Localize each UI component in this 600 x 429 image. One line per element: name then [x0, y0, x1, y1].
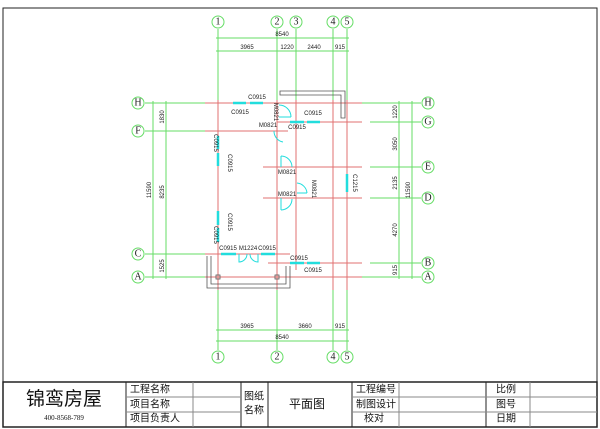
svg-text:B: B	[425, 258, 432, 269]
drawing-name-label: 图纸	[244, 390, 264, 403]
project-name-label: 工程名称	[130, 383, 170, 396]
window-label: C0915	[212, 226, 218, 244]
svg-text:4: 4	[331, 352, 336, 363]
drawing-name-label: 名称	[244, 404, 264, 417]
svg-text:4: 4	[331, 17, 336, 28]
svg-text:A: A	[424, 272, 432, 283]
vertical-axis-lines	[217, 29, 348, 350]
svg-text:3965: 3965	[240, 324, 254, 330]
door-label: M0821	[259, 123, 278, 129]
svg-text:1: 1	[216, 352, 221, 363]
svg-text:8235: 8235	[160, 185, 166, 199]
svg-text:3965: 3965	[240, 45, 254, 51]
svg-text:1220: 1220	[393, 105, 399, 119]
door-label: M0821	[278, 192, 297, 198]
svg-text:5: 5	[345, 352, 350, 363]
svg-text:3660: 3660	[298, 324, 312, 330]
svg-text:A: A	[134, 272, 142, 283]
company-logo-text: 锦鸾房屋	[26, 388, 102, 410]
drawing-name: 平面图	[289, 397, 325, 411]
svg-text:1525: 1525	[160, 259, 166, 273]
left-dimensions: 11590 1830 8235 1525	[147, 101, 167, 279]
window-label: C0915	[288, 125, 306, 131]
axis-bubbles-top: 1 2 3 4 5	[211, 15, 354, 29]
svg-text:4270: 4270	[393, 223, 399, 237]
top-dimensions: 8540 3965 1220 2440 915	[216, 32, 349, 52]
window-label: C0915	[226, 213, 232, 231]
window-label: C0915	[212, 134, 218, 152]
svg-text:H: H	[424, 98, 431, 109]
svg-text:8540: 8540	[275, 32, 289, 38]
svg-text:H: H	[134, 98, 141, 109]
svg-text:2135: 2135	[393, 176, 399, 190]
door-label: M0821	[310, 180, 316, 199]
drawing-frame	[2, 7, 598, 428]
window-label: C0915	[248, 95, 266, 101]
drafter-label: 制图设计	[356, 398, 396, 411]
axis-bubbles-left: H F C A	[131, 96, 145, 284]
openings	[216, 101, 349, 265]
window-label: C0915	[290, 256, 308, 262]
title-block: 锦鸾房屋 400-8568-789 工程名称 项目名称 项目负责人 图纸 名称 …	[2, 381, 598, 428]
window-label: C0915	[226, 154, 232, 172]
svg-text:915: 915	[393, 264, 399, 275]
svg-text:1830: 1830	[160, 110, 166, 124]
svg-text:11590: 11590	[406, 181, 412, 198]
svg-text:1220: 1220	[280, 45, 294, 51]
window-label: C0915	[219, 246, 237, 252]
item-manager-label: 项目负责人	[130, 412, 180, 425]
window-label: C0915	[304, 111, 322, 117]
svg-text:915: 915	[335, 324, 346, 330]
door-label: M0821	[272, 103, 278, 122]
svg-text:3: 3	[294, 17, 299, 28]
svg-text:2: 2	[275, 352, 280, 363]
project-number-label: 工程编号	[356, 383, 396, 396]
svg-text:1: 1	[216, 17, 221, 28]
date-label: 日期	[496, 413, 516, 425]
window-label: C0915	[304, 268, 322, 274]
svg-text:2440: 2440	[307, 45, 321, 51]
right-dimensions: 1220 3050 2135 4270 915 11590	[393, 101, 413, 279]
checker-label: 校对	[364, 412, 384, 425]
drawing-number-label: 图号	[496, 399, 516, 411]
window-label: C0915	[258, 246, 276, 252]
svg-text:8540: 8540	[275, 335, 289, 341]
scale-label: 比例	[496, 383, 516, 396]
svg-text:D: D	[424, 193, 431, 204]
window-label: C0915	[231, 110, 249, 116]
svg-text:5: 5	[345, 17, 350, 28]
svg-text:2: 2	[275, 17, 280, 28]
door-label: M0821	[278, 170, 297, 176]
svg-text:G: G	[424, 117, 431, 128]
axis-bubbles-bottom: 1 2 4 5	[211, 350, 354, 364]
bottom-dimensions: 3965 3660 915 8540	[216, 324, 349, 342]
opening-labels: C0915 C0915 M0821 M0821 C0915 C0915 C091…	[212, 95, 357, 274]
door-label: M1224	[239, 246, 258, 252]
walls	[206, 90, 346, 289]
svg-text:C: C	[135, 249, 142, 260]
svg-text:915: 915	[335, 45, 346, 51]
item-name-label: 项目名称	[130, 398, 170, 411]
company-phone: 400-8568-789	[44, 414, 84, 422]
svg-text:F: F	[135, 126, 141, 137]
svg-text:3050: 3050	[393, 137, 399, 151]
svg-text:E: E	[425, 162, 431, 173]
svg-text:11590: 11590	[147, 181, 153, 198]
window-label: C1215	[351, 174, 357, 192]
axis-bubbles-right: H G E D B A	[421, 96, 435, 284]
horizontal-axis-lines	[145, 102, 421, 278]
